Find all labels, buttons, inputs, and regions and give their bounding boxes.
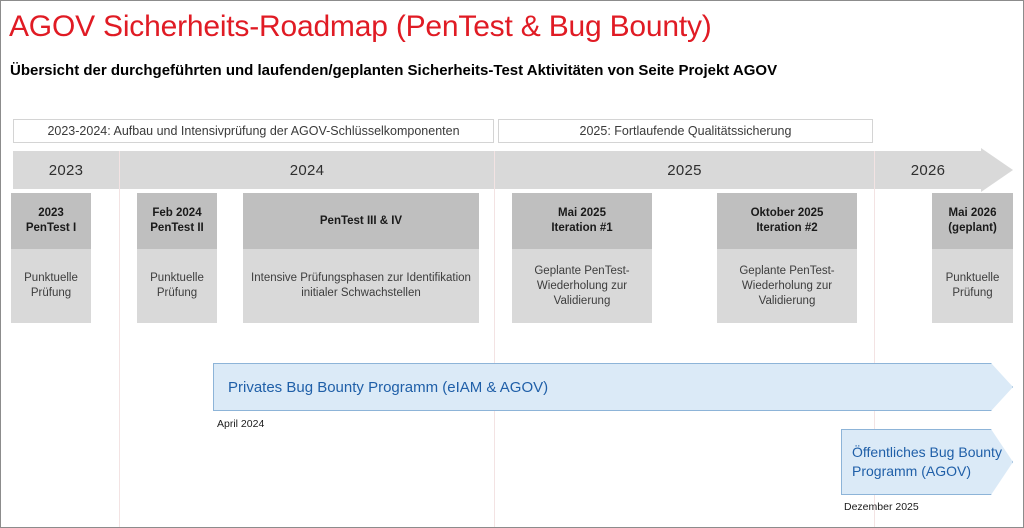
- timeline-year-2025: 2025: [667, 161, 702, 179]
- public-bug-bounty-start-date: Dezember 2025: [844, 501, 919, 513]
- guide-line-2025-2026: [874, 151, 875, 527]
- milestone-card-pentest-2[interactable]: Feb 2024 PenTest II Punktuelle Prüfung: [137, 193, 217, 323]
- milestone-head-line2: PenTest I: [25, 222, 77, 234]
- timeline-band: [13, 151, 981, 189]
- phase-header-1: 2023-2024: Aufbau und Intensivprüfung de…: [13, 119, 494, 143]
- milestone-head-line1: PenTest III & IV: [319, 214, 403, 227]
- public-bug-bounty-label: Öffentliches Bug Bounty Programm (AGOV): [852, 444, 1002, 479]
- guide-line-2023-2024: [119, 151, 120, 527]
- page-title: AGOV Sicherheits-Roadmap (PenTest & Bug …: [9, 10, 712, 43]
- milestone-card-body: Punktuelle Prüfung: [24, 272, 78, 299]
- phase-header-2: 2025: Fortlaufende Qualitätssicherung: [498, 119, 873, 143]
- milestone-card-iteration-1[interactable]: Mai 2025 Iteration #1 Geplante PenTest-W…: [512, 193, 652, 323]
- milestone-card-body: Intensive Prüfungsphasen zur Identifikat…: [251, 272, 471, 299]
- private-bug-bounty-label: Privates Bug Bounty Programm (eIAM & AGO…: [228, 378, 549, 396]
- milestone-head-line1: Feb 2024: [152, 207, 202, 219]
- milestone-card-header: 2023 PenTest I: [11, 193, 91, 249]
- milestone-head-line1: 2023: [38, 207, 64, 219]
- milestone-head-line1: Mai 2025: [558, 207, 606, 219]
- public-bug-bounty-bar[interactable]: Öffentliches Bug Bounty Programm (AGOV): [841, 429, 1013, 495]
- private-bug-bounty-start-date: April 2024: [217, 418, 265, 430]
- milestone-head-line2: PenTest II: [150, 222, 204, 234]
- milestone-card-header: PenTest III & IV: [243, 193, 479, 249]
- milestone-card-mai-2026[interactable]: Mai 2026 (geplant) Punktuelle Prüfung: [932, 193, 1013, 323]
- milestone-card-header: Feb 2024 PenTest II: [137, 193, 217, 249]
- timeline-arrowhead-icon: [981, 148, 1013, 192]
- milestone-card-body: Geplante PenTest-Wiederholung zur Validi…: [739, 264, 835, 307]
- milestone-head-line2: Iteration #2: [756, 222, 818, 234]
- timeline-arrow: 2023 2024 2025 2026: [13, 148, 1013, 192]
- milestone-card-body: Punktuelle Prüfung: [150, 272, 204, 299]
- milestone-head-line1: Oktober 2025: [750, 207, 824, 219]
- timeline-year-2026: 2026: [910, 161, 946, 179]
- milestone-card-pentest-1[interactable]: 2023 PenTest I Punktuelle Prüfung: [11, 193, 91, 323]
- milestone-card-header: Oktober 2025 Iteration #2: [717, 193, 857, 249]
- timeline-year-2024: 2024: [289, 161, 325, 179]
- private-bug-bounty-bar[interactable]: Privates Bug Bounty Programm (eIAM & AGO…: [213, 363, 1013, 411]
- milestone-card-pentest-3-4[interactable]: PenTest III & IV Intensive Prüfungsphase…: [243, 193, 479, 323]
- milestone-card-body: Geplante PenTest-Wiederholung zur Validi…: [534, 264, 630, 307]
- milestone-card-header: Mai 2026 (geplant): [932, 193, 1013, 249]
- milestone-head-line1: Mai 2026: [948, 207, 997, 219]
- milestone-head-line2: (geplant): [948, 222, 997, 234]
- timeline-year-2023: 2023: [48, 161, 84, 179]
- guide-line-2024-2025: [494, 151, 495, 527]
- milestone-card-body: Punktuelle Prüfung: [945, 272, 1000, 299]
- milestone-card-iteration-2[interactable]: Oktober 2025 Iteration #2 Geplante PenTe…: [717, 193, 857, 323]
- page-subtitle: Übersicht der durchgeführten und laufend…: [10, 62, 778, 79]
- milestone-head-line2: Iteration #1: [551, 222, 613, 234]
- milestone-card-header: Mai 2025 Iteration #1: [512, 193, 652, 249]
